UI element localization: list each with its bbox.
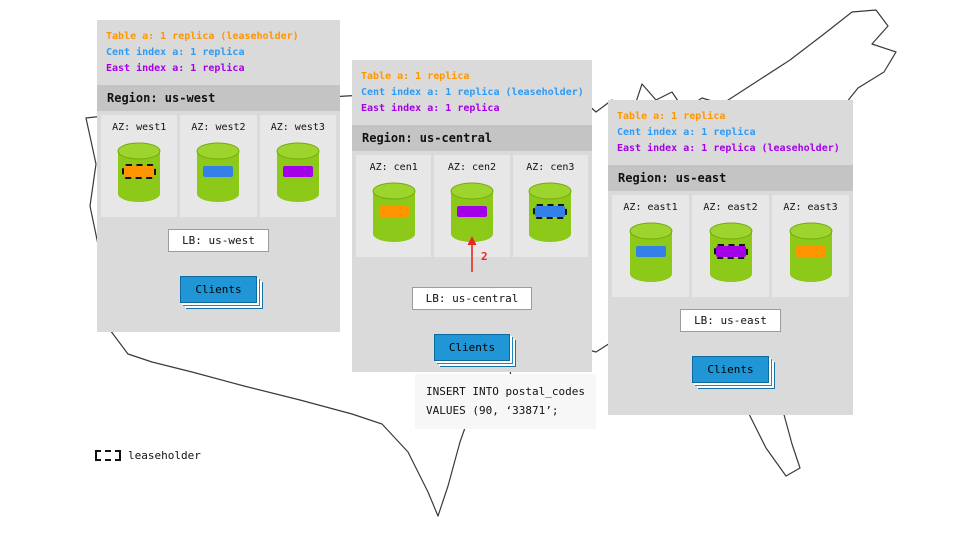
region-header-us-east: Region: us-east [608, 164, 853, 191]
clients-button-us-west[interactable]: Clients [180, 275, 257, 303]
region-panel-us-central: Table a: 1 replica Cent index a: 1 repli… [352, 60, 592, 372]
replica-bar [795, 245, 826, 257]
region-panel-us-east: Table a: 1 replica Cent index a: 1 repli… [608, 100, 853, 415]
sql-line-1: INSERT INTO postal_codes [426, 385, 585, 398]
annotation-east-index-replica: East index a: 1 replica (leaseholder) [617, 143, 840, 155]
annotation-table-replica: Table a: 1 replica [361, 71, 470, 82]
replica-bar [282, 165, 313, 177]
load-balancer-us-east: LB: us-east [680, 308, 781, 332]
leaseholder-swatch-icon [95, 450, 121, 461]
replica-annotations-us-central: Table a: 1 replica Cent index a: 1 repli… [352, 60, 592, 125]
database-cylinder [274, 141, 322, 205]
az-box-west1: AZ: west1 [101, 114, 178, 217]
az-label: AZ: west1 [112, 121, 167, 133]
load-balancer-us-central: LB: us-central [411, 286, 533, 310]
replica-annotations-us-west: Table a: 1 replica (leaseholder) Cent in… [97, 20, 340, 85]
az-row-us-east: AZ: east1 AZ: east2 [608, 191, 853, 301]
replica-annotations-us-east: Table a: 1 replica Cent index a: 1 repli… [608, 100, 853, 165]
az-box-west3: AZ: west3 [259, 114, 336, 217]
annotation-table-replica: Table a: 1 replica (leaseholder) [106, 31, 299, 42]
sql-statement-note: INSERT INTO postal_codes VALUES (90, ‘33… [415, 374, 596, 430]
az-label: AZ: east2 [703, 201, 758, 213]
az-box-east3: AZ: east3 [772, 194, 849, 297]
sql-line-2: VALUES (90, ‘33871’; [426, 403, 559, 417]
az-label: AZ: cen1 [369, 161, 418, 173]
az-label: AZ: east3 [783, 201, 838, 213]
az-box-cen1: AZ: cen1 [356, 154, 432, 257]
replica-bar [456, 205, 487, 217]
az-label: AZ: cen3 [526, 161, 575, 173]
annotation-cent-index-replica: Cent index a: 1 replica [617, 127, 756, 139]
az-box-cen3: AZ: cen3 [512, 154, 588, 257]
database-cylinder [370, 181, 418, 245]
az-row-us-central: AZ: cen1 AZ: cen2 AZ [352, 151, 592, 261]
annotation-east-index-replica: East index a: 1 replica [106, 63, 245, 75]
replica-bar [378, 205, 409, 217]
clients-button-us-central[interactable]: Clients [433, 333, 511, 361]
database-cylinder [627, 221, 675, 285]
az-box-west2: AZ: west2 [180, 114, 257, 217]
replica-bar [203, 165, 234, 177]
annotation-east-index-replica: East index a: 1 replica [361, 103, 500, 115]
replica-bar [713, 243, 748, 259]
replica-bar [122, 163, 157, 179]
az-label: AZ: west3 [270, 121, 325, 133]
az-row-us-west: AZ: west1 AZ: west2 [97, 111, 340, 221]
az-box-east1: AZ: east1 [612, 194, 689, 297]
az-label: AZ: east1 [623, 201, 678, 213]
replica-bar [533, 203, 568, 219]
replica-bar [635, 245, 666, 257]
az-label: AZ: west2 [191, 121, 246, 133]
database-cylinder [707, 221, 755, 285]
database-cylinder [526, 181, 574, 245]
load-balancer-us-west: LB: us-west [168, 228, 269, 252]
region-header-us-central: Region: us-central [352, 124, 592, 151]
annotation-cent-index-replica: Cent index a: 1 replica [106, 47, 245, 59]
annotation-cent-index-replica: Cent index a: 1 replica (leaseholder) [361, 87, 584, 99]
region-header-us-west: Region: us-west [97, 84, 340, 111]
legend-label: leaseholder [128, 449, 201, 462]
database-cylinder [787, 221, 835, 285]
database-cylinder [448, 181, 496, 245]
az-label: AZ: cen2 [447, 161, 497, 173]
region-panel-us-west: Table a: 1 replica (leaseholder) Cent in… [97, 20, 340, 332]
az-box-east2: AZ: east2 [692, 194, 769, 297]
database-cylinder [194, 141, 242, 205]
clients-button-us-east[interactable]: Clients [692, 355, 769, 383]
leaseholder-legend: leaseholder [95, 449, 201, 462]
database-cylinder [115, 141, 163, 205]
az-box-cen2: AZ: cen2 [434, 154, 510, 257]
annotation-table-replica: Table a: 1 replica [617, 111, 726, 122]
